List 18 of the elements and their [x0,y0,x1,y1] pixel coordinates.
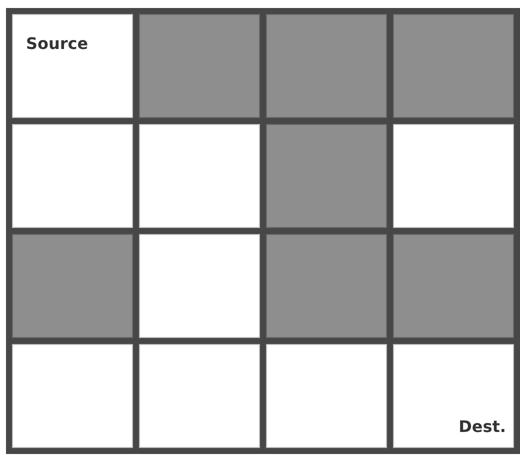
blocked-cell [266,234,387,338]
open-cell [139,344,260,448]
open-cell [393,124,514,228]
blocked-cell [139,14,260,118]
open-cell [139,124,260,228]
cell-label: Dest. [458,417,506,436]
open-cell [12,14,133,118]
blocked-cell [393,14,514,118]
open-cell [139,234,260,338]
blocked-cell [12,234,133,338]
open-cell [393,344,514,448]
cell-label: Source [26,34,88,53]
open-cell [12,124,133,228]
open-cell [266,344,387,448]
blocked-cell [393,234,514,338]
blocked-cell [266,124,387,228]
open-cell [12,344,133,448]
blocked-cell [266,14,387,118]
